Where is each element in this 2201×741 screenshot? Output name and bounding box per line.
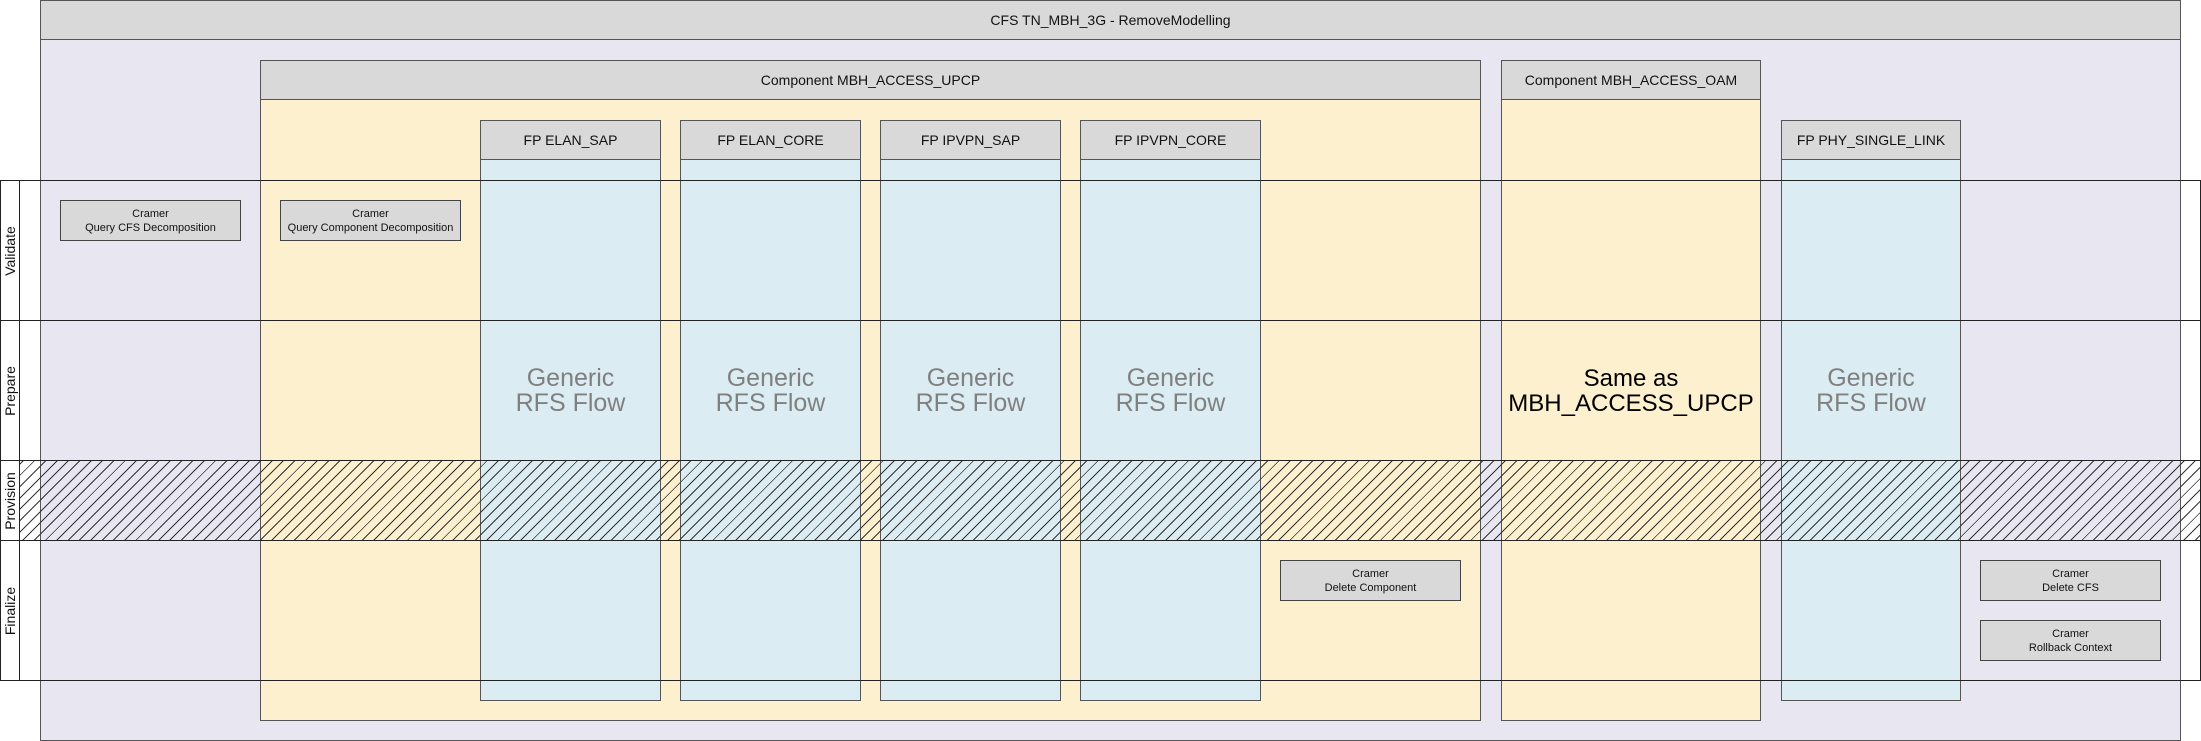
component-mbh-access-upcp	[260, 60, 1481, 721]
note-line: Same as	[1583, 364, 1679, 392]
lane-label-finalize: Finalize	[0, 540, 20, 681]
task-action: Query CFS Decomposition	[85, 221, 216, 234]
fp-ipvpn-sap	[880, 120, 1061, 701]
lane-label-finalize-text: Finalize	[2, 586, 18, 635]
task-system: Cramer	[352, 207, 389, 220]
fp-phy-single-link	[1781, 120, 1961, 701]
fp-ipvpn-core	[1080, 120, 1261, 701]
fp-ipvpn-sap-header: FP IPVPN_SAP	[880, 120, 1061, 160]
lane-label-provision: Provision	[0, 460, 20, 541]
lane-label-validate: Validate	[0, 180, 20, 321]
task-system: Cramer	[2052, 627, 2089, 640]
fp-phy-single-link-flow: Generic RFS Flow	[1781, 320, 1961, 461]
flow-line: RFS Flow	[1115, 388, 1226, 417]
task-delete-component[interactable]: Cramer Delete Component	[1280, 560, 1461, 601]
fp-elan-sap-header: FP ELAN_SAP	[480, 120, 661, 160]
flow-line: Generic	[526, 363, 615, 392]
task-query-cfs-decomposition[interactable]: Cramer Query CFS Decomposition	[60, 200, 241, 241]
task-system: Cramer	[1352, 567, 1389, 580]
note-line: MBH_ACCESS_UPCP	[1508, 389, 1754, 417]
flow-line: RFS Flow	[1816, 388, 1926, 417]
task-action: Query Component Decomposition	[287, 221, 454, 234]
task-system: Cramer	[132, 207, 169, 220]
fp-ipvpn-sap-flow: Generic RFS Flow	[880, 320, 1061, 461]
task-delete-cfs[interactable]: Cramer Delete CFS	[1980, 560, 2161, 601]
task-system: Cramer	[2052, 567, 2089, 580]
task-action: Delete Component	[1324, 581, 1417, 594]
lane-finalize	[0, 540, 2201, 681]
lane-label-prepare: Prepare	[0, 320, 20, 461]
flow-line: RFS Flow	[915, 388, 1026, 417]
task-rollback-context[interactable]: Cramer Rollback Context	[1980, 620, 2161, 661]
lane-label-prepare-text: Prepare	[2, 365, 18, 416]
component-mbh-access-oam-header: Component MBH_ACCESS_OAM	[1501, 60, 1761, 100]
fp-phy-single-link-header: FP PHY_SINGLE_LINK	[1781, 120, 1961, 160]
task-action: Rollback Context	[2028, 641, 2113, 654]
oam-same-as-note: Same as MBH_ACCESS_UPCP	[1501, 320, 1761, 461]
fp-elan-core-flow: Generic RFS Flow	[680, 320, 861, 461]
flow-line: RFS Flow	[515, 388, 626, 417]
component-mbh-access-upcp-header: Component MBH_ACCESS_UPCP	[260, 60, 1481, 100]
flow-line: Generic	[926, 363, 1015, 392]
fp-elan-core	[680, 120, 861, 701]
lane-label-validate-text: Validate	[2, 225, 18, 276]
flow-line: Generic	[726, 363, 815, 392]
lane-provision	[0, 460, 2201, 541]
fp-ipvpn-core-header: FP IPVPN_CORE	[1080, 120, 1261, 160]
cfs-header: CFS TN_MBH_3G - RemoveModelling	[40, 0, 2181, 40]
fp-ipvpn-core-flow: Generic RFS Flow	[1080, 320, 1261, 461]
fp-elan-sap	[480, 120, 661, 701]
lane-label-provision-text: Provision	[2, 471, 18, 530]
flow-line: Generic	[1126, 363, 1215, 392]
component-mbh-access-oam	[1501, 60, 1761, 721]
fp-elan-core-header: FP ELAN_CORE	[680, 120, 861, 160]
flow-line: RFS Flow	[715, 388, 826, 417]
task-action: Delete CFS	[2042, 581, 2099, 594]
fp-elan-sap-flow: Generic RFS Flow	[480, 320, 661, 461]
task-query-component-decomposition[interactable]: Cramer Query Component Decomposition	[280, 200, 461, 241]
flow-line: Generic	[1827, 363, 1915, 392]
